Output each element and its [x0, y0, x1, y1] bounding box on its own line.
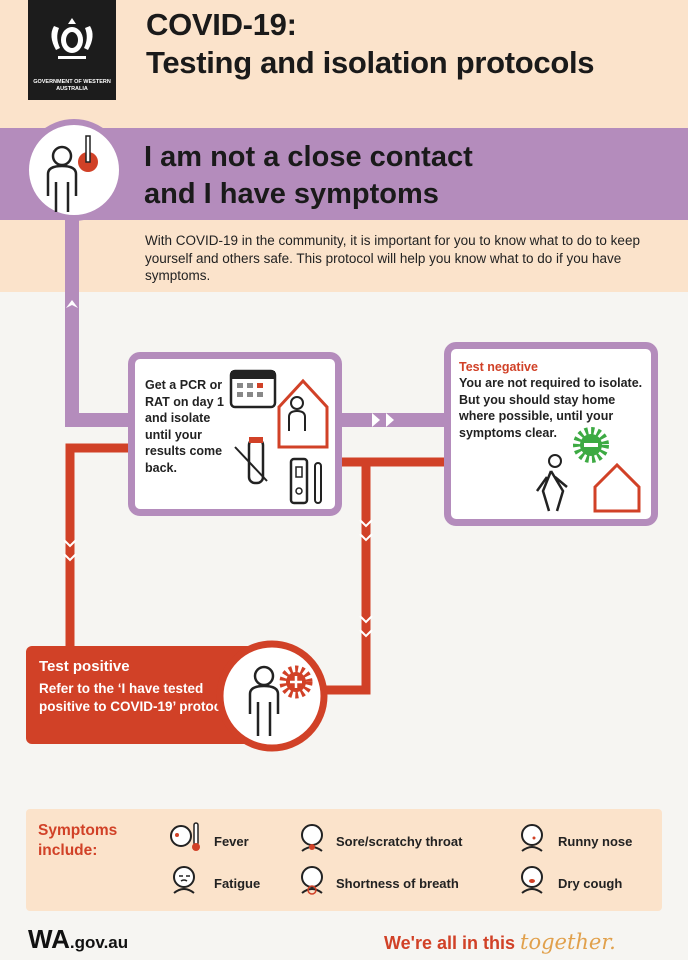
test-negative-text: You are not required to isolate. But you…: [459, 376, 643, 440]
symptom-fatigue: Fatigue: [214, 876, 261, 891]
wa-gov-link[interactable]: WA.gov.au: [28, 924, 128, 955]
symptom-shortness-of-breath: Shortness of breath: [336, 876, 459, 891]
tagline-script: together.: [520, 930, 616, 954]
tagline: We're all in this together.: [384, 930, 616, 954]
crest-icon: [51, 18, 93, 59]
dry-cough-icon: [521, 866, 543, 894]
runny-nose-icon: [521, 824, 543, 852]
protocol-heading-line-2: and I have symptoms: [144, 178, 439, 210]
symptom-dry-cough: Dry cough: [558, 876, 623, 891]
page-title: COVID-19: Testing and isolation protocol…: [146, 6, 595, 82]
test-tube-icon: [247, 437, 265, 485]
test-step-card: Get a PCR or RAT on day 1 and isolate un…: [128, 352, 342, 516]
chevron-right-icon: [372, 413, 380, 427]
chevron-right-icon: [386, 413, 394, 427]
protocol-heading-line-1: I am not a close contact: [144, 141, 473, 173]
protocol-heading: I am not a close contact and I have symp…: [144, 139, 473, 213]
house-icon: [593, 462, 641, 513]
symptoms-panel: Symptoms include: Fever Sore/scratchy th…: [26, 809, 662, 911]
house-icon: [277, 378, 329, 449]
title-line-1: COVID-19:: [146, 7, 297, 42]
chevron-down-icon: [63, 539, 77, 548]
title-line-2: Testing and isolation protocols: [146, 45, 595, 80]
symptom-sore-throat: Sore/scratchy throat: [336, 834, 463, 849]
domain-text: .gov.au: [69, 933, 129, 952]
test-negative-heading: Test negative: [459, 360, 538, 374]
wa-logo-text: WA: [28, 924, 70, 954]
chevron-down-icon: [63, 553, 77, 562]
sore-throat-icon: [301, 824, 323, 852]
virus-icon: [573, 427, 609, 463]
test-step-text: Get a PCR or RAT on day 1 and isolate un…: [145, 378, 224, 475]
positive-person-icon: [216, 640, 328, 752]
test-negative-card: Test negative You are not required to is…: [444, 342, 658, 526]
recovered-person-icon: [535, 427, 641, 513]
intro-paragraph: With COVID-19 in the community, it is im…: [145, 233, 640, 283]
rat-cassette-icon: [289, 457, 309, 505]
symptoms-label: Symptoms include:: [38, 822, 118, 859]
logo-text: GOVERNMENT OF WESTERN AUSTRALIA: [33, 79, 111, 92]
wa-government-logo: GOVERNMENT OF WESTERN AUSTRALIA: [28, 0, 116, 100]
shortness-of-breath-icon: [301, 866, 323, 895]
symptom-runny-nose: Runny nose: [558, 834, 633, 849]
fever-icon: [170, 822, 200, 851]
chevron-down-icon: [359, 533, 373, 542]
chevron-down-icon: [359, 615, 373, 624]
tagline-text: We're all in this: [384, 933, 515, 953]
virus-icon: [279, 665, 313, 699]
symptom-fever: Fever: [214, 834, 249, 849]
testing-kit-icon: [229, 369, 329, 505]
symptomatic-person-icon: [23, 119, 125, 221]
test-positive-text: Refer to the ‘I have tested positive to …: [39, 681, 238, 714]
chevron-down-icon: [359, 629, 373, 638]
fatigue-icon: [173, 866, 195, 894]
chevron-down-icon: [359, 519, 373, 528]
chevron-down-icon: [66, 300, 78, 308]
test-positive-heading: Test positive: [39, 658, 130, 675]
